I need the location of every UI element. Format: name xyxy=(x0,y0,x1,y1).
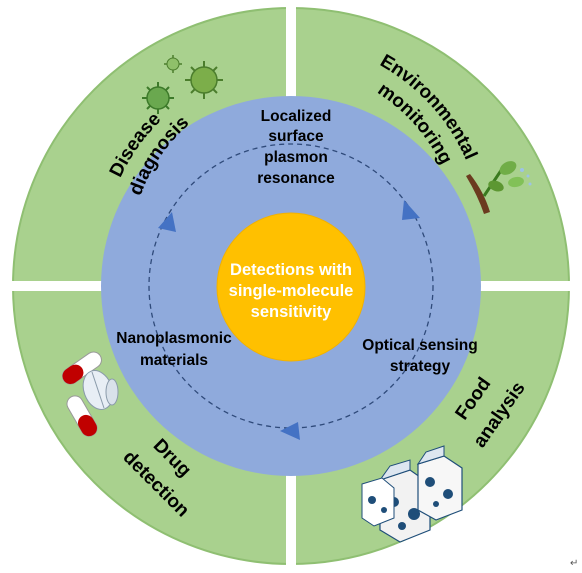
optical-label-line1: Optical sensing xyxy=(362,337,477,354)
divider-horizontal-right xyxy=(472,281,572,291)
divider-horizontal-left xyxy=(10,281,110,291)
lspr-label-line2: surface xyxy=(268,128,324,145)
center-label-line2: single-molecule xyxy=(229,282,354,300)
optical-label-line2: strategy xyxy=(390,358,451,375)
cycle-arrow-top-right xyxy=(402,200,420,220)
divider-vertical-bottom xyxy=(286,468,296,568)
cycle-arrow-left xyxy=(158,212,176,232)
milk-carton-icon xyxy=(361,445,463,543)
cycle-arrow-bottom xyxy=(280,422,300,440)
lspr-label-line1: Localized xyxy=(261,108,332,125)
virus-icon xyxy=(142,55,223,114)
plant-sprout-icon xyxy=(466,161,532,214)
lspr-label-line3: plasmon xyxy=(264,149,328,166)
pills-icon xyxy=(62,351,119,437)
center-label-line1: Detections with xyxy=(230,261,352,279)
divider-vertical-top xyxy=(286,6,296,106)
nanoplasmonic-label-line1: Nanoplasmonic xyxy=(116,330,232,347)
center-label-line3: sensitivity xyxy=(251,303,333,321)
cycle-dashed-circle xyxy=(148,143,434,429)
lspr-label-line4: resonance xyxy=(257,170,335,187)
center-circle xyxy=(216,212,366,362)
paragraph-mark: ↵ xyxy=(570,558,578,569)
nanoplasmonic-label-line2: materials xyxy=(140,352,208,369)
